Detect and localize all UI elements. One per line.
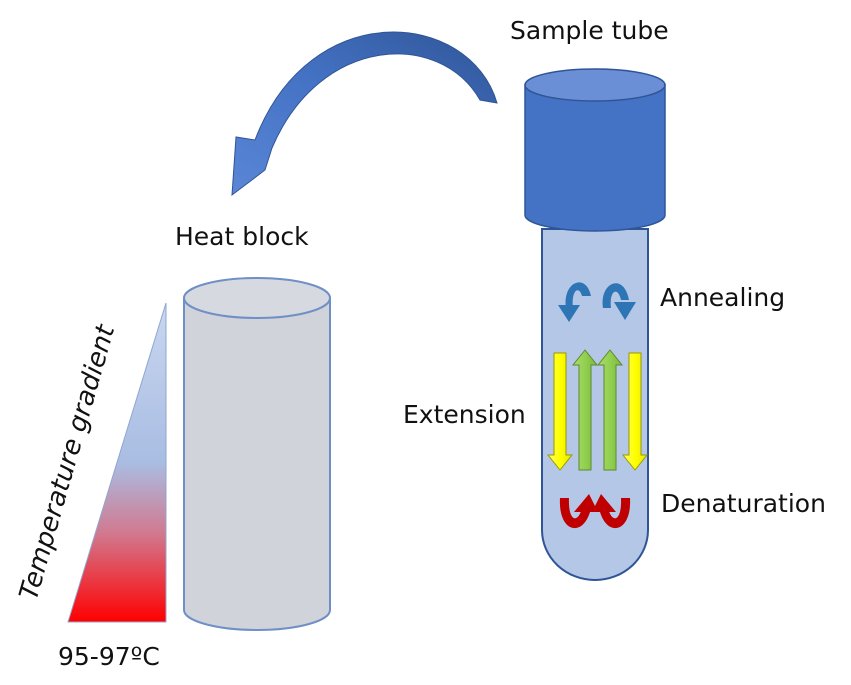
heat-block-cylinder	[183, 277, 331, 631]
extension-label: Extension	[403, 400, 526, 429]
sample-tube-label: Sample tube	[510, 16, 669, 45]
denaturation-arrow-right	[592, 494, 631, 529]
transfer-arrow	[231, 31, 498, 197]
denaturation-arrow-left	[559, 494, 598, 529]
extension-arrow-yellow-down-left	[546, 352, 574, 471]
annealing-arrow-left	[558, 282, 591, 322]
extension-arrow-yellow-down-right	[621, 352, 649, 471]
annealing-label: Annealing	[660, 283, 786, 312]
annealing-arrow-right	[602, 283, 636, 320]
tube-cap	[524, 68, 666, 232]
extension-arrow-green-up-left	[571, 349, 599, 471]
heat-block-label: Heat block	[175, 222, 309, 251]
temperature-value-label: 95-97ºC	[58, 642, 160, 671]
denaturation-label: Denaturation	[661, 489, 826, 518]
sample-tube	[524, 68, 666, 581]
extension-arrow-green-up-right	[596, 349, 624, 471]
temperature-gradient-triangle	[67, 302, 167, 623]
